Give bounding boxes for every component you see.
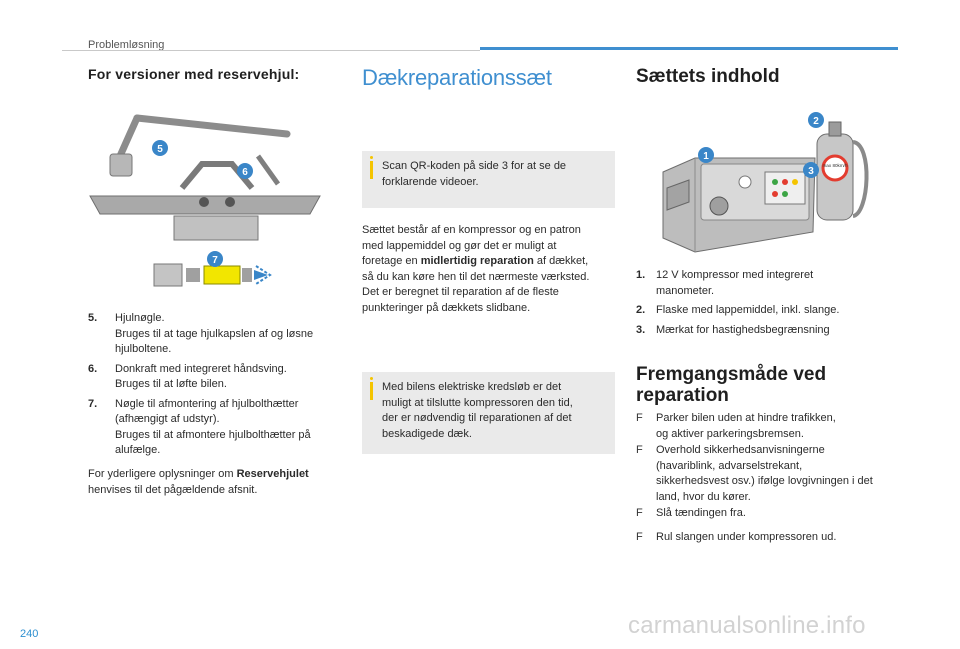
spare-wheel-link-text: Reservehjulet (236, 468, 309, 480)
info-icon (370, 156, 373, 179)
procedure-step: F Rul slangen under kompressoren ud. (636, 530, 901, 546)
info-icon (370, 377, 373, 400)
kit-contents-heading: Sættets indhold (636, 66, 780, 87)
procedure-step: F Parker bilen uden at hindre trafikken,… (636, 412, 836, 440)
page-number: 240 (20, 628, 39, 640)
header-rule (62, 50, 480, 51)
checkbox-icon: F (636, 530, 643, 543)
checkbox-icon: F (636, 444, 643, 456)
repair-kit-illustration: max 80km/h 1 2 3 (662, 112, 869, 253)
qr-video-notice: Scan QR-koden på side 3 for at se de for… (362, 151, 615, 208)
callout-6: 6 (237, 163, 253, 179)
callout-3: 3 (803, 162, 819, 178)
spare-wheel-reference: For yderligere oplysninger om Reservehju… (88, 468, 309, 496)
repair-procedure-steps: F Parker bilen uden at hindre trafikken,… (636, 411, 901, 546)
repair-kit-heading: Dækreparationssæt (362, 65, 552, 90)
svg-text:5: 5 (157, 144, 163, 155)
speed-limit-label: max 80km/h (822, 163, 847, 168)
repair-kit-description: Sættet består af en kompressor og en pat… (362, 224, 590, 314)
jack-tools-illustration: 5 6 7 (89, 114, 321, 287)
callout-5: 5 (152, 140, 168, 156)
svg-text:6: 6 (242, 167, 248, 178)
electrical-circuit-notice: Med bilens elektriske kredsløb er det mu… (362, 372, 615, 454)
spare-wheel-tool-list: 5. Hjulnøgle. Bruges til at tage hjulkap… (88, 311, 338, 463)
list-item: 6. Donkraft med integreret håndsving. Br… (88, 362, 287, 391)
callout-1: 1 (698, 147, 714, 163)
svg-text:3: 3 (808, 166, 814, 177)
list-item: 3. Mærkat for hastighedsbegrænsning (636, 323, 830, 336)
svg-text:2: 2 (813, 116, 819, 127)
checkbox-icon: F (636, 507, 643, 519)
svg-text:1: 1 (703, 151, 709, 162)
callout-2: 2 (808, 112, 824, 128)
kit-contents-list: 1. 12 V kompressor med integreret manome… (636, 268, 896, 342)
checkbox-icon: F (636, 412, 643, 424)
svg-text:7: 7 (212, 255, 218, 266)
header-accent-rule (480, 47, 898, 50)
procedure-step: F Slå tændingen fra. (636, 506, 901, 522)
list-item: 7. Nøgle til afmontering af hjulbolthætt… (88, 397, 311, 457)
list-item: 5. Hjulnøgle. Bruges til at tage hjulkap… (88, 312, 314, 355)
list-item: 1. 12 V kompressor med integreret manome… (636, 269, 814, 297)
spare-wheel-heading: For versioner med reservehjul: (88, 66, 300, 82)
callout-7: 7 (207, 251, 223, 267)
watermark: carmanualsonline.info (628, 612, 866, 639)
repair-procedure-heading: Fremgangsmåde ved reparation (636, 364, 827, 406)
list-item: 2. Flaske med lappemiddel, inkl. slange. (636, 304, 840, 316)
procedure-step: F Overhold sikkerhedsanvisningerne (hava… (636, 444, 873, 503)
section-header: Problemløsning (88, 39, 165, 51)
